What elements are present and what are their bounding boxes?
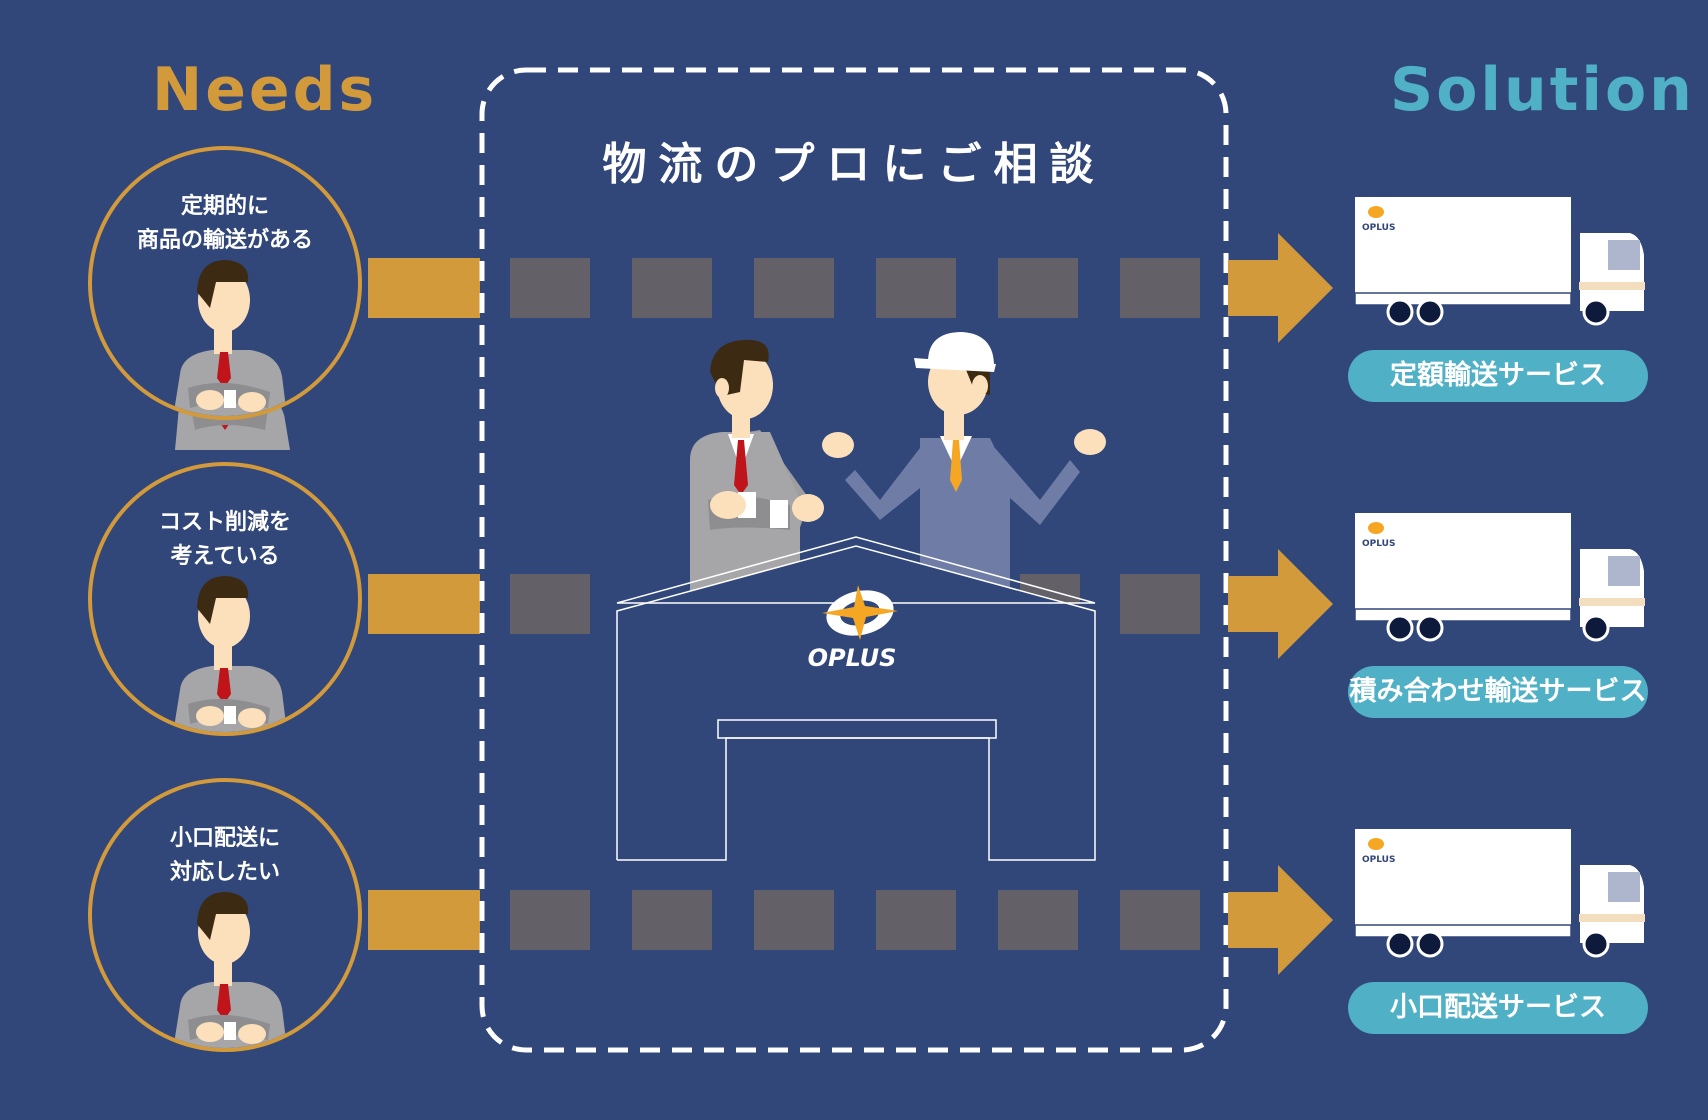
businessman-icon — [173, 576, 287, 732]
worker-icon — [822, 332, 1106, 600]
arrow-icon-2 — [1228, 549, 1333, 659]
solution-pill-3: 小口配送サービス — [1348, 982, 1648, 1034]
need-connector-2 — [368, 574, 480, 634]
road-row-1 — [510, 258, 1200, 318]
need-circle-1: 定期的に 商品の輸送がある — [88, 146, 362, 420]
consult-title: 物流のプロにご相談 — [602, 139, 1106, 190]
needs-heading: Needs — [152, 55, 378, 125]
businessman-icon — [173, 260, 287, 416]
truck-logo-text-3: OPLUS — [1362, 855, 1395, 865]
need-circle-2: コスト削減を 考えている — [88, 462, 362, 736]
need-text-3: 小口配送に 対応したい — [169, 826, 280, 885]
need-text-1: 定期的に 商品の輸送がある — [136, 194, 313, 253]
truck-logo-text-2: OPLUS — [1362, 539, 1395, 549]
truck-icon-2 — [1354, 513, 1646, 642]
arrow-icon-3 — [1228, 865, 1333, 975]
truck-icon-1 — [1354, 197, 1646, 326]
need-text-2: コスト削減を 考えている — [158, 510, 291, 569]
need-circle-3: 小口配送に 対応したい — [88, 778, 362, 1052]
arrow-icon-1 — [1228, 233, 1333, 343]
need-connector-3 — [368, 890, 480, 950]
solution-pill-1: 定額輸送サービス — [1348, 350, 1648, 402]
road-row-3 — [510, 890, 1200, 950]
warehouse-logo-text: OPLUS — [808, 644, 897, 672]
consultation-box — [479, 67, 1229, 1053]
truck-logo-text-1: OPLUS — [1362, 223, 1395, 233]
truck-icon-3 — [1354, 829, 1646, 958]
businessman-icon — [690, 339, 824, 600]
need-connector-1 — [368, 258, 480, 318]
warehouse-icon — [616, 536, 1096, 861]
solution-heading: Solution — [1390, 55, 1695, 125]
businessman-icon — [173, 892, 287, 1048]
solution-pill-2: 積み合わせ輸送サービス — [1348, 666, 1648, 718]
road-row-2 — [510, 574, 1200, 634]
